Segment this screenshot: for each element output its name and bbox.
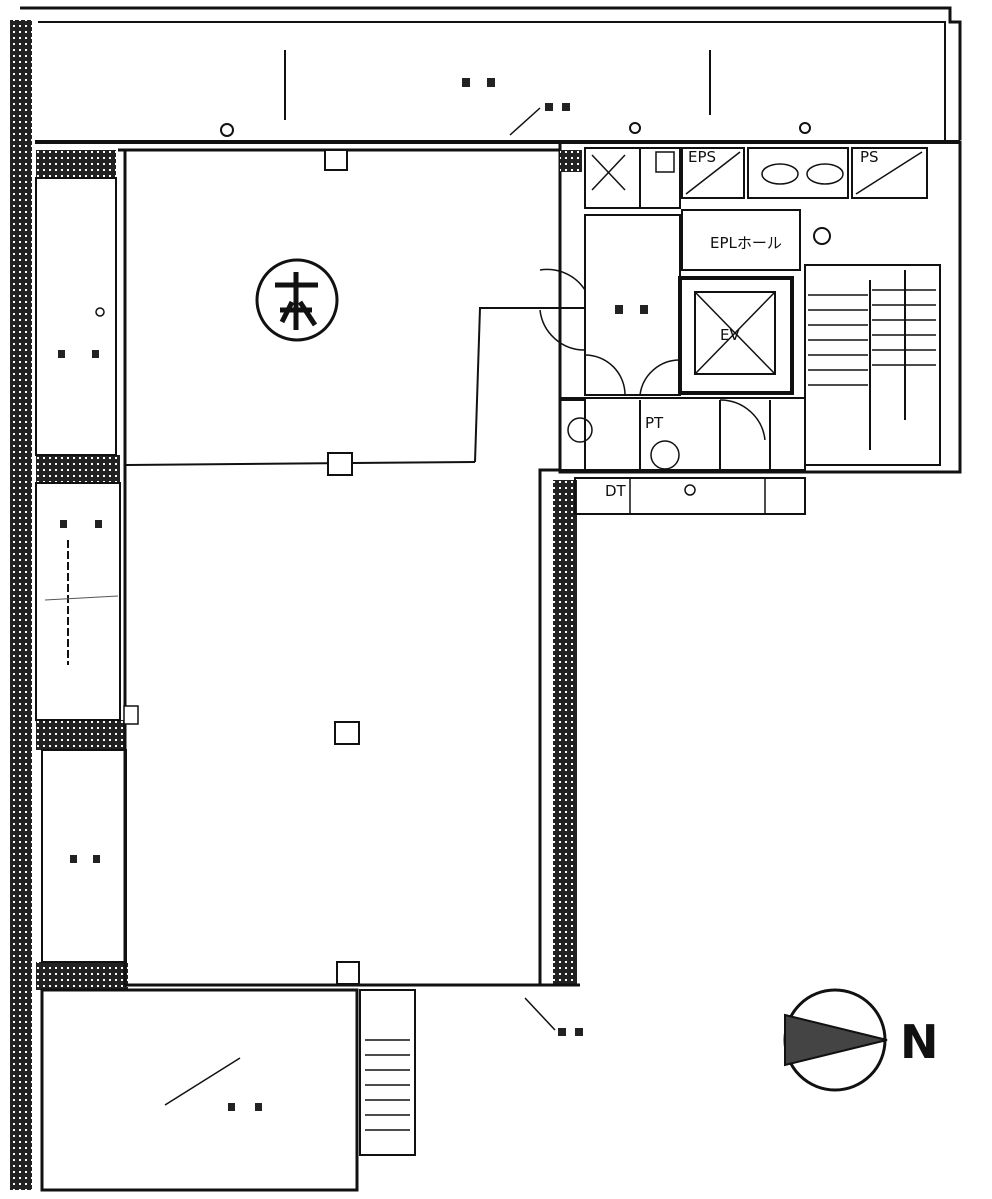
north-compass: N bbox=[783, 988, 939, 1092]
top-balcony bbox=[20, 6, 962, 144]
east-office-wall bbox=[540, 480, 580, 987]
core-labels: EPS PS EPLホール EV PT DT bbox=[605, 148, 879, 500]
office-emblem bbox=[255, 258, 339, 342]
stair-treads bbox=[808, 289, 936, 386]
room-label-pt: PT bbox=[645, 414, 664, 432]
west-balconies bbox=[35, 177, 127, 963]
south-balcony bbox=[40, 988, 583, 1192]
main-office-area bbox=[118, 148, 585, 987]
room-label-ps: PS bbox=[860, 148, 879, 166]
core-area bbox=[539, 140, 962, 515]
west-exterior-wall bbox=[10, 20, 128, 1190]
room-label-eps: EPS bbox=[688, 148, 716, 166]
room-label-ev: EV bbox=[720, 326, 740, 344]
room-label-ev-hall: EPLホール bbox=[710, 234, 782, 252]
south-stair-treads bbox=[365, 1039, 410, 1131]
top-balcony-label-mark bbox=[462, 78, 495, 87]
north-label: N bbox=[900, 1015, 939, 1069]
room-label-dt: DT bbox=[605, 482, 627, 500]
